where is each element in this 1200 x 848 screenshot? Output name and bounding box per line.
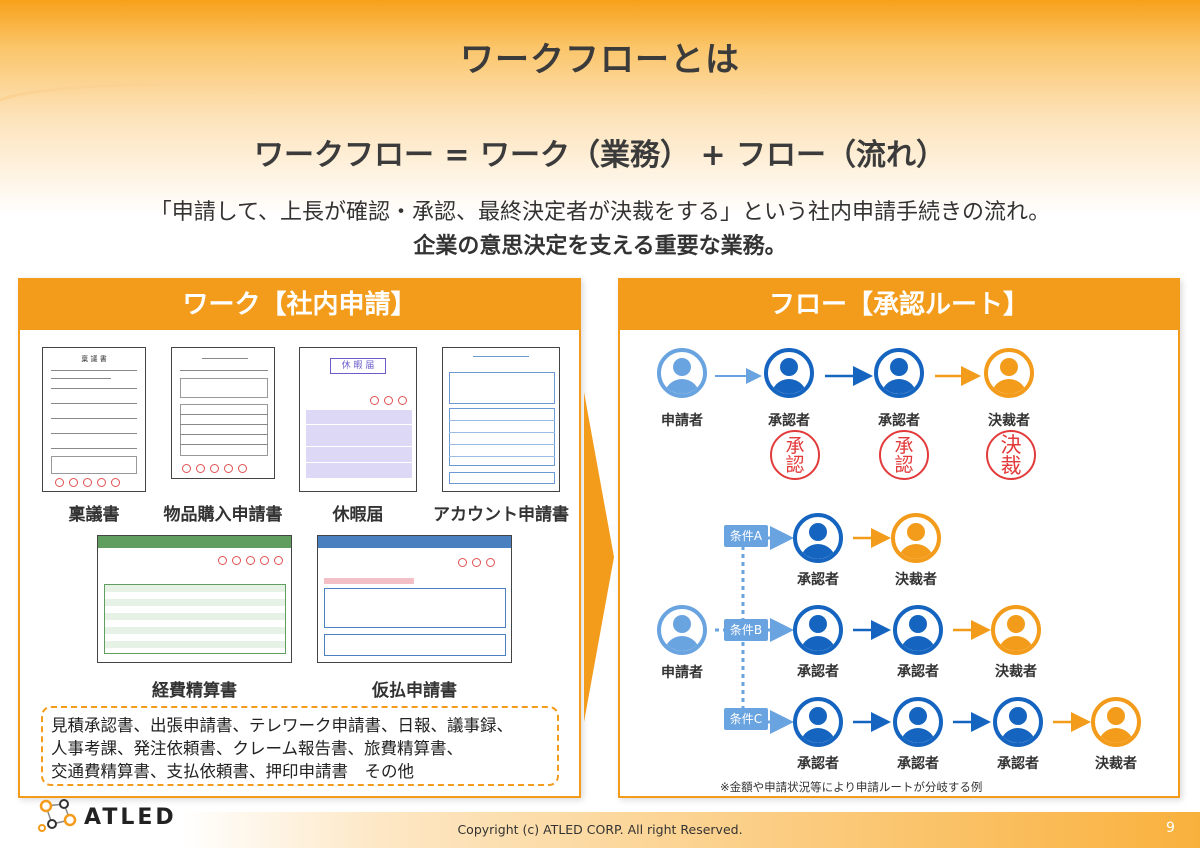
- approver-icon: [793, 513, 843, 563]
- ringi-doc-header: 稟 議 書: [81, 355, 107, 363]
- approver-label: 承認者: [797, 756, 839, 772]
- approver-icon: [793, 605, 843, 655]
- description-emphasis: 企業の意思決定を支える重要な業務。: [413, 234, 787, 259]
- doc-label-advance: 仮払申請書: [372, 681, 457, 701]
- approver-icon: [793, 697, 843, 747]
- condition-a-label: 条件A: [724, 525, 768, 547]
- flow-note: ※金額や申請状況等により申請ルートが分岐する例: [720, 780, 983, 794]
- decider-icon: [1091, 697, 1141, 747]
- approver-label: 承認者: [897, 756, 939, 772]
- decider-label: 決裁者: [1095, 756, 1137, 772]
- doc-label-ringi: 稟議書: [68, 505, 120, 525]
- work-panel-title: ワーク【社内申請】: [20, 280, 579, 330]
- ringi-document-thumbnail: 稟 議 書: [42, 347, 146, 492]
- approver-icon: [893, 605, 943, 655]
- decider-label: 決裁者: [988, 413, 1030, 429]
- chevron-right-icon: [584, 392, 614, 722]
- decision-seal: 決 裁: [986, 430, 1036, 480]
- leave-doc-header: 休 暇 届: [330, 358, 386, 374]
- condition-b-label: 条件B: [724, 619, 768, 641]
- decider-icon: [991, 605, 1041, 655]
- approver-icon: [993, 697, 1043, 747]
- applicant-label: 申請者: [661, 413, 703, 429]
- approver-icon: [893, 697, 943, 747]
- description: 「申請して、上長が確認・承認、最終決定者が決裁をする」という社内申請手続きの流れ…: [149, 200, 1051, 225]
- header-curve: [0, 82, 1200, 102]
- applicant-label: 申請者: [661, 665, 703, 681]
- copyright: Copyright (c) ATLED CORP. All right Rese…: [457, 822, 743, 837]
- atled-logo-icon: [38, 799, 77, 832]
- atled-logo-text: ATLED: [84, 805, 177, 830]
- doc-label-account: アカウント申請書: [433, 505, 569, 525]
- approval-seal: 承 認: [879, 430, 929, 480]
- other-documents-line: 交通費精算書、支払依頼書、押印申請書 その他: [51, 762, 414, 781]
- approver-label: 承認者: [997, 756, 1039, 772]
- other-documents-line: 見積承認書、出張申請書、テレワーク申請書、日報、議事録、: [51, 716, 513, 735]
- approver-icon: [764, 348, 814, 398]
- leave-document-thumbnail: 休 暇 届: [299, 347, 417, 492]
- flow-panel-title: フロー【承認ルート】: [620, 280, 1178, 330]
- purchase-document-thumbnail: [171, 347, 275, 479]
- advance-document-thumbnail: [317, 535, 512, 663]
- approval-seal: 承 認: [770, 430, 820, 480]
- approver-label: 承認者: [797, 572, 839, 588]
- formula: ワークフロー = ワーク（業務） + フロー（流れ）: [253, 138, 947, 173]
- page-number: 9: [1166, 820, 1175, 836]
- doc-label-leave: 休暇届: [332, 505, 384, 525]
- decider-icon: [891, 513, 941, 563]
- decider-label: 決裁者: [895, 572, 937, 588]
- condition-c-label: 条件C: [724, 708, 768, 730]
- approver-label: 承認者: [797, 664, 839, 680]
- applicant-icon: [657, 605, 707, 655]
- account-document-thumbnail: [442, 347, 560, 492]
- expense-document-thumbnail: [97, 535, 292, 663]
- footer-band: [180, 812, 1200, 848]
- header-band: [0, 0, 1200, 215]
- approver-icon: [874, 348, 924, 398]
- approver-label: 承認者: [768, 413, 810, 429]
- decider-label: 決裁者: [995, 664, 1037, 680]
- approver-label: 承認者: [897, 664, 939, 680]
- page-title: ワークフローとは: [460, 40, 740, 80]
- decider-icon: [984, 348, 1034, 398]
- doc-label-expense: 経費精算書: [152, 681, 237, 701]
- other-documents-line: 人事考課、発注依頼書、クレーム報告書、旅費精算書、: [51, 739, 464, 758]
- other-documents-box: 見積承認書、出張申請書、テレワーク申請書、日報、議事録、 人事考課、発注依頼書、…: [41, 706, 559, 786]
- applicant-icon: [657, 348, 707, 398]
- doc-label-purchase: 物品購入申請書: [163, 505, 283, 525]
- approver-label: 承認者: [878, 413, 920, 429]
